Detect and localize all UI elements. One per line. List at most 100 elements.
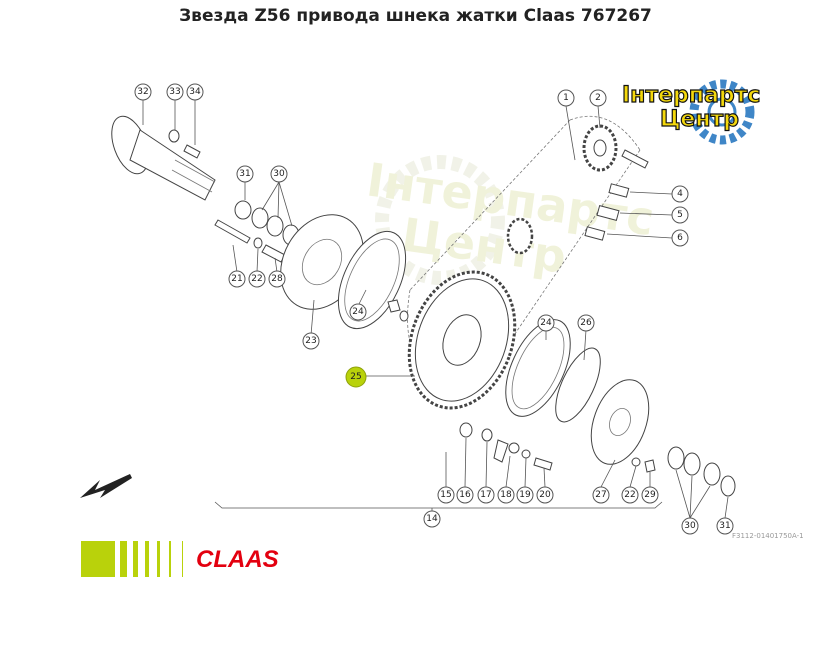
callout-33: 33 bbox=[166, 83, 184, 101]
pin-1 bbox=[621, 149, 649, 169]
washer-19 bbox=[521, 449, 531, 459]
callout-18: 18 bbox=[497, 486, 515, 504]
ring-30-a bbox=[251, 207, 269, 229]
drawing-number: F3112-01401750A-1 bbox=[732, 532, 804, 540]
callout-32: 32 bbox=[134, 83, 152, 101]
bracket-14 bbox=[214, 501, 663, 512]
svg-text:5: 5 bbox=[677, 210, 683, 220]
svg-text:23: 23 bbox=[305, 336, 316, 346]
svg-text:29: 29 bbox=[644, 490, 656, 500]
logo-gear-icon bbox=[689, 79, 755, 145]
svg-text:28: 28 bbox=[271, 274, 283, 284]
callout-19: 19 bbox=[516, 486, 534, 504]
callout-28: 28 bbox=[268, 270, 286, 288]
svg-text:16: 16 bbox=[459, 490, 471, 500]
svg-text:22: 22 bbox=[251, 274, 262, 284]
ring-31-left bbox=[234, 200, 252, 220]
washer-22-right bbox=[631, 457, 641, 467]
ring-30-b bbox=[266, 215, 284, 237]
callout-26: 26 bbox=[577, 314, 595, 332]
ring-31-right bbox=[720, 475, 736, 497]
svg-text:25: 25 bbox=[350, 372, 361, 382]
svg-text:34: 34 bbox=[189, 87, 201, 97]
svg-text:17: 17 bbox=[480, 490, 491, 500]
idler-sprocket bbox=[506, 217, 534, 255]
washer-22 bbox=[253, 237, 263, 249]
claas-brand: CLAAS bbox=[81, 541, 279, 577]
callout-23: 23 bbox=[302, 332, 320, 350]
ring-30-right-c bbox=[703, 462, 721, 486]
ring-30-right-a bbox=[667, 446, 685, 470]
lever-17 bbox=[493, 439, 509, 463]
callout-2: 2 bbox=[589, 89, 607, 107]
nut-small bbox=[387, 299, 401, 313]
chain-link-6 bbox=[584, 226, 606, 241]
svg-text:31: 31 bbox=[239, 169, 250, 179]
washer-33 bbox=[168, 129, 180, 143]
page-title: Звезда Z56 привода шнека жатки Claas 767… bbox=[179, 6, 652, 26]
claas-logo-text: CLAAS bbox=[196, 546, 279, 573]
svg-text:24: 24 bbox=[540, 318, 552, 328]
callout-1: 1 bbox=[557, 89, 575, 107]
bushing-15 bbox=[459, 422, 473, 438]
callout-24-left: 24 bbox=[349, 303, 367, 321]
svg-text:2: 2 bbox=[595, 93, 601, 103]
ring-26 bbox=[555, 347, 601, 423]
svg-text:30: 30 bbox=[684, 521, 696, 531]
callout-30-right: 30 bbox=[681, 517, 699, 535]
chain-link-4 bbox=[608, 183, 630, 198]
svg-text:33: 33 bbox=[169, 87, 180, 97]
svg-text:26: 26 bbox=[580, 318, 592, 328]
ring-30-right-b bbox=[683, 452, 701, 476]
logo-line2: Центр bbox=[660, 107, 739, 132]
bolt-20 bbox=[533, 457, 553, 471]
callout-6: 6 bbox=[671, 229, 689, 247]
washer-16 bbox=[481, 428, 493, 442]
callout-14: 14 bbox=[423, 510, 441, 528]
svg-text:22: 22 bbox=[624, 490, 635, 500]
svg-text:4: 4 bbox=[677, 189, 683, 199]
svg-text:1: 1 bbox=[563, 93, 569, 103]
callout-5: 5 bbox=[671, 206, 689, 224]
callout-4: 4 bbox=[671, 185, 689, 203]
svg-text:27: 27 bbox=[595, 490, 606, 500]
interparts-logo: Інтерпартс Центр bbox=[621, 79, 761, 145]
sprocket-25 bbox=[407, 270, 517, 410]
drive-chain bbox=[407, 115, 641, 401]
svg-text:19: 19 bbox=[519, 490, 531, 500]
svg-text:20: 20 bbox=[539, 490, 551, 500]
svg-text:21: 21 bbox=[231, 274, 242, 284]
nut-29 bbox=[644, 459, 656, 473]
callout-15: 15 bbox=[437, 486, 455, 504]
callout-22-left: 22 bbox=[248, 270, 266, 288]
callout-22-right: 22 bbox=[621, 486, 639, 504]
callout-16: 16 bbox=[456, 486, 474, 504]
svg-text:24: 24 bbox=[352, 307, 364, 317]
shaft-32 bbox=[111, 115, 216, 201]
callout-25: 25 bbox=[345, 366, 367, 388]
callout-21: 21 bbox=[228, 270, 246, 288]
watermark-gear-icon bbox=[375, 155, 505, 285]
svg-text:18: 18 bbox=[500, 490, 512, 500]
callout-29: 29 bbox=[641, 486, 659, 504]
callout-20: 20 bbox=[536, 486, 554, 504]
svg-text:32: 32 bbox=[137, 87, 148, 97]
chain-link-5 bbox=[596, 204, 620, 222]
callout-24-right: 24 bbox=[537, 314, 555, 332]
logo-line1: Інтерпартс bbox=[622, 83, 760, 108]
svg-text:31: 31 bbox=[719, 521, 730, 531]
callout-17: 17 bbox=[477, 486, 495, 504]
svg-text:30: 30 bbox=[273, 169, 285, 179]
callout-34: 34 bbox=[186, 83, 204, 101]
washer-18 bbox=[508, 442, 520, 454]
callout-31-left: 31 bbox=[236, 165, 254, 183]
callout-30-left: 30 bbox=[270, 165, 288, 183]
callout-31-right: 31 bbox=[716, 517, 734, 535]
svg-text:6: 6 bbox=[677, 233, 683, 243]
bolt-34 bbox=[183, 144, 201, 159]
leader-lines bbox=[142, 100, 729, 519]
spring-28 bbox=[261, 244, 286, 263]
svg-text:15: 15 bbox=[440, 490, 451, 500]
svg-text:14: 14 bbox=[426, 514, 438, 524]
